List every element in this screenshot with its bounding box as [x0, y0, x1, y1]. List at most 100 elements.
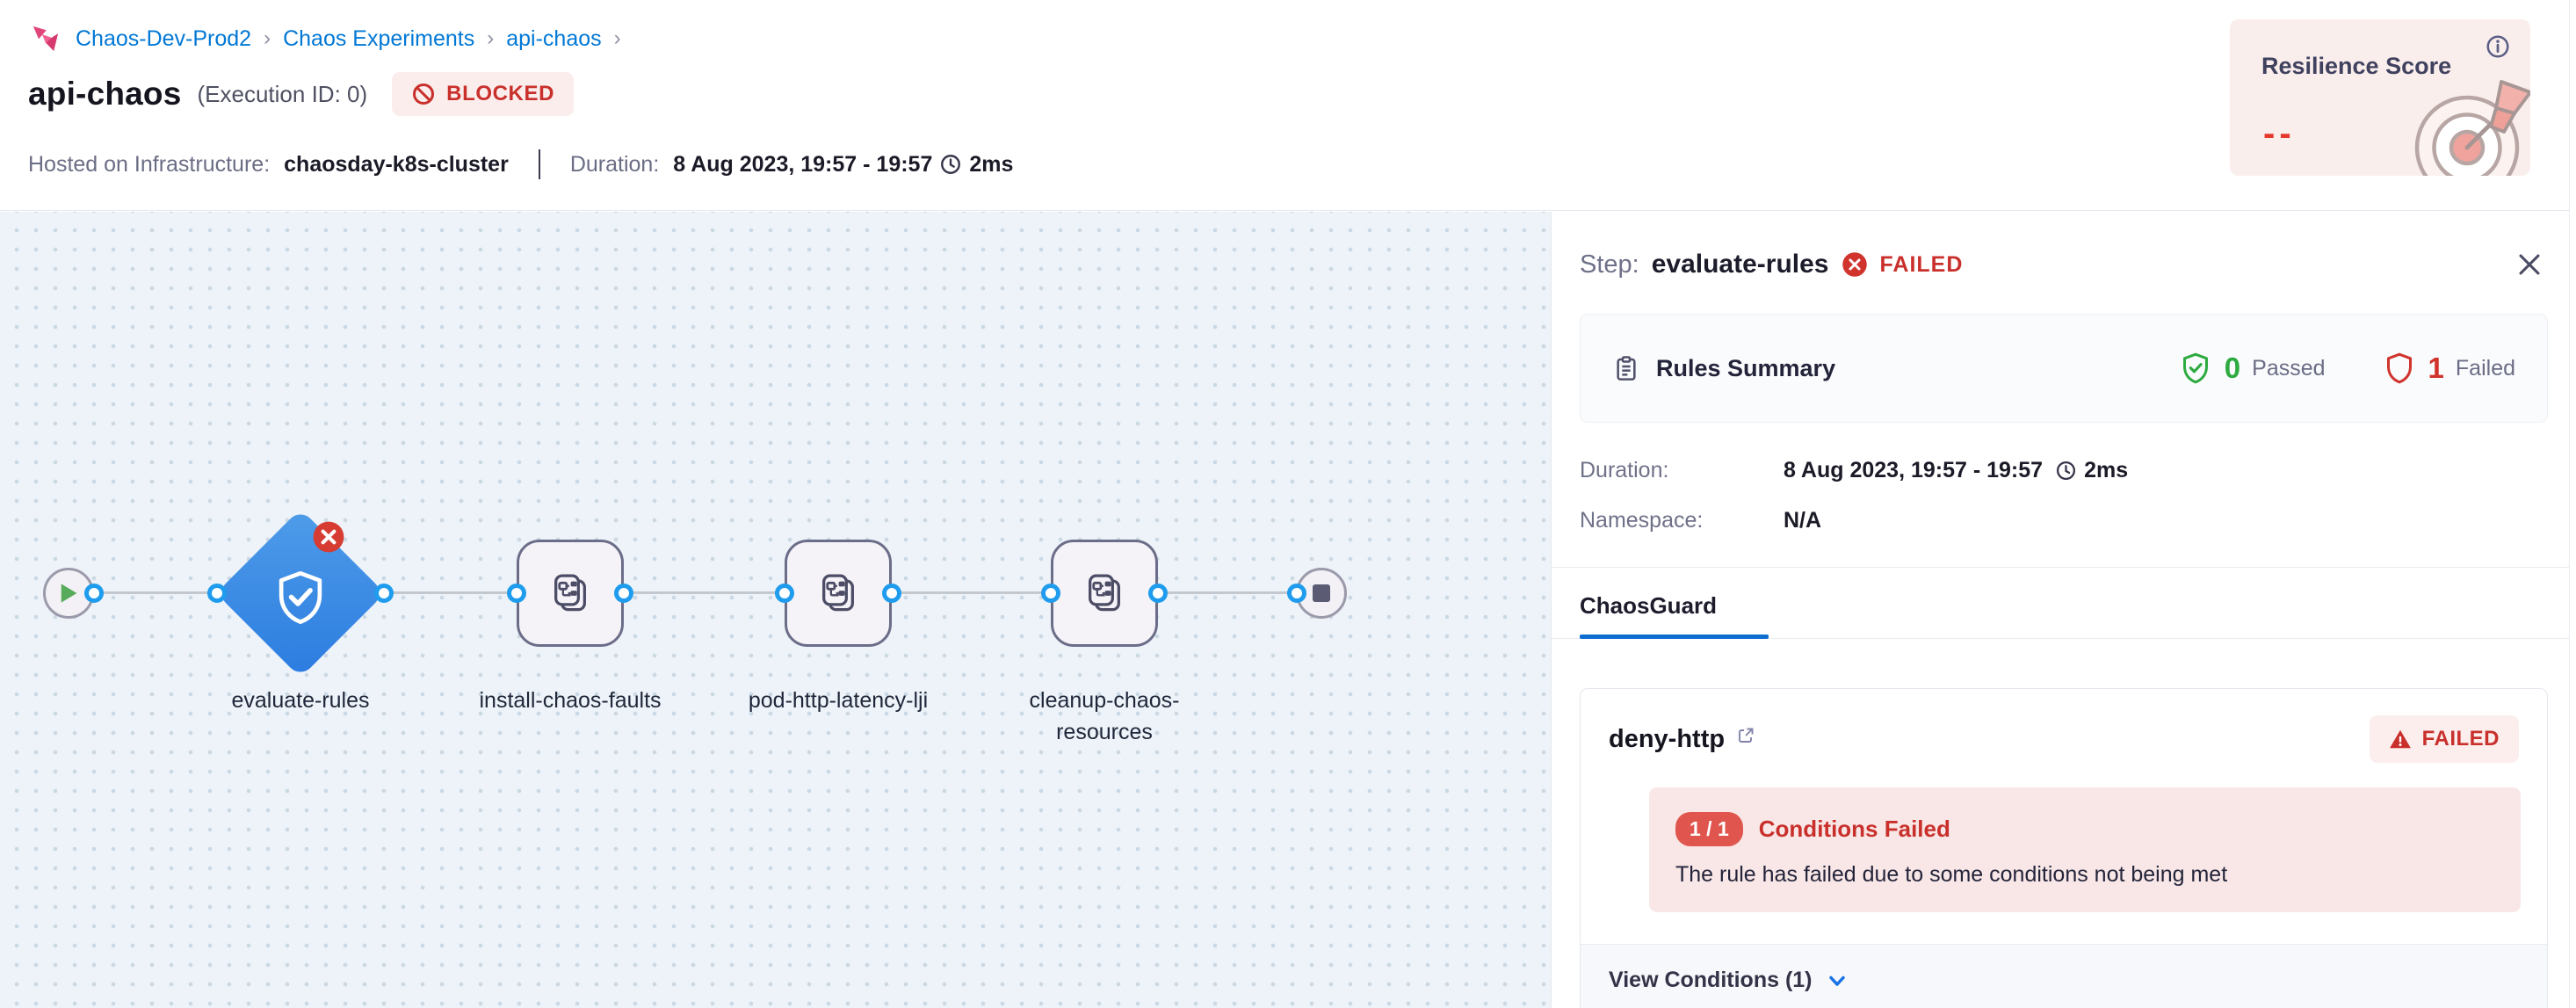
panel-divider [1552, 567, 2576, 568]
duration-value: 8 Aug 2023, 19:57 - 19:57 [673, 151, 933, 177]
port[interactable] [1148, 584, 1168, 603]
node-install-chaos-faults[interactable] [517, 540, 624, 647]
port[interactable] [207, 584, 227, 603]
failed-count: 1 [2428, 352, 2444, 384]
start-node[interactable] [43, 568, 94, 619]
conditions-failed-alert: 1 / 1 Conditions Failed The rule has fai… [1649, 787, 2521, 912]
node-label-cleanup-chaos-resources: cleanup-chaos-resources [1029, 688, 1180, 744]
status-badge-label: BLOCKED [446, 82, 555, 105]
node-cleanup-chaos-resources[interactable] [1051, 540, 1158, 647]
target-illustration [2414, 80, 2530, 176]
port[interactable] [507, 584, 526, 603]
panel-tabs: ChaosGuard [1580, 592, 2576, 639]
port[interactable] [84, 584, 104, 603]
breadcrumb-separator: › [613, 26, 621, 50]
duration-row: Duration: 8 Aug 2023, 19:57 - 19:57 2ms [1580, 458, 2548, 483]
port[interactable] [614, 584, 633, 603]
passed-count: 0 [2224, 352, 2241, 384]
step-status-badge: FAILED [1879, 251, 1964, 277]
edge [84, 591, 219, 594]
port[interactable] [882, 584, 901, 603]
chevron-down-icon [1828, 975, 1845, 986]
chaos-logo-icon [33, 25, 59, 52]
tabs-divider [1552, 638, 2576, 639]
breadcrumb-separator: › [487, 26, 495, 50]
port[interactable] [1041, 584, 1060, 603]
status-badge-blocked: BLOCKED [392, 72, 575, 116]
meta-row: Hosted on Infrastructure: chaosday-k8s-c… [28, 149, 1013, 179]
failed-label: Failed [2455, 355, 2515, 381]
step-details-header: Step: evaluate-rules FAILED [1580, 249, 2546, 280]
page-title: api-chaos [28, 76, 182, 112]
conditions-failed-message: The rule has failed due to some conditio… [1675, 862, 2228, 887]
clipboard-icon [1617, 356, 1636, 381]
port[interactable] [775, 584, 794, 603]
external-link-icon [1739, 728, 1754, 743]
duration-ms: 2ms [969, 151, 1014, 177]
x-circle-badge-icon [313, 521, 344, 553]
manifest-stack-icon [822, 574, 854, 612]
namespace-row: Namespace: N/A [1580, 508, 2548, 533]
node-pod-http-latency-lji[interactable] [785, 540, 892, 647]
edge [624, 591, 786, 594]
manifest-stack-icon [554, 574, 586, 612]
shield-fail-icon [2386, 352, 2412, 384]
port[interactable] [374, 584, 394, 603]
breadcrumb-link-experiments[interactable]: Chaos Experiments [283, 25, 475, 51]
edge [892, 591, 1053, 594]
view-conditions-label: View Conditions (1) [1609, 968, 1813, 992]
breadcrumb: Chaos-Dev-Prod2 › Chaos Experiments › ap… [28, 21, 621, 56]
page-header: Chaos-Dev-Prod2 › Chaos Experiments › ap… [0, 0, 2576, 211]
port[interactable] [1287, 584, 1306, 603]
shield-pass-icon [2182, 352, 2208, 384]
breadcrumb-separator: › [264, 26, 271, 50]
warning-triangle-icon [2389, 729, 2411, 749]
rule-status-badge: FAILED [2369, 715, 2519, 763]
active-tab-indicator [1580, 635, 1769, 639]
edge [1158, 591, 1299, 594]
node-evaluate-rules[interactable] [215, 508, 386, 678]
failed-status-icon [1842, 252, 1867, 277]
close-icon[interactable] [2514, 249, 2546, 280]
panel-duration-value: 8 Aug 2023, 19:57 - 19:57 [1784, 458, 2044, 482]
edge [384, 591, 518, 594]
resilience-score-card: Resilience Score -- [2230, 19, 2530, 176]
duration-label: Duration: [569, 151, 660, 177]
stop-icon [1313, 584, 1330, 602]
panel-duration-ms: 2ms [2084, 458, 2129, 482]
resilience-score-value: -- [2263, 114, 2296, 153]
node-label-install-chaos-faults: install-chaos-faults [479, 688, 662, 713]
panel-duration-label: Duration: [1580, 458, 1669, 482]
rules-summary-card: Rules Summary 0 Passed 1 Failed [1580, 314, 2548, 423]
meta-divider [538, 149, 540, 179]
namespace-value: N/A [1784, 508, 1822, 533]
clock-icon [2057, 460, 2076, 481]
info-icon[interactable] [2485, 33, 2511, 60]
manifest-stack-icon [1089, 574, 1120, 612]
rule-name: deny-http [1609, 724, 1726, 753]
step-details-panel: Step: evaluate-rules FAILED [1551, 212, 2576, 1008]
step-label: Step: [1580, 250, 1639, 279]
failed-count-group: 1 Failed [2382, 351, 2515, 386]
blocked-icon [413, 83, 435, 105]
view-conditions-toggle[interactable]: View Conditions (1) [1581, 944, 2547, 1008]
play-icon [61, 584, 77, 603]
scrollbar-track[interactable] [2569, 0, 2576, 1008]
conditions-failed-title: Conditions Failed [1758, 816, 1950, 842]
node-label-evaluate-rules: evaluate-rules [231, 688, 370, 713]
tab-chaosguard[interactable]: ChaosGuard [1580, 592, 1718, 619]
node-label-pod-http-latency-lji: pod-http-latency-lji [748, 688, 929, 713]
execution-id: (Execution ID: 0) [197, 80, 368, 107]
namespace-label: Namespace: [1580, 508, 1704, 533]
title-row: api-chaos (Execution ID: 0) BLOCKED [28, 72, 575, 116]
breadcrumb-link-project[interactable]: Chaos-Dev-Prod2 [76, 25, 252, 51]
infra-label: Hosted on Infrastructure: [28, 151, 271, 177]
passed-label: Passed [2252, 355, 2326, 381]
breadcrumb-link-experiment[interactable]: api-chaos [506, 25, 602, 51]
rule-status-label: FAILED [2421, 727, 2500, 751]
rule-name-link[interactable]: deny-http [1609, 725, 1756, 754]
conditions-ratio-badge: 1 / 1 [1675, 812, 1743, 846]
passed-count-group: 0 Passed [2178, 351, 2326, 386]
pipeline-canvas[interactable]: evaluate-rules install-chaos-faults pod-… [0, 212, 1551, 1008]
